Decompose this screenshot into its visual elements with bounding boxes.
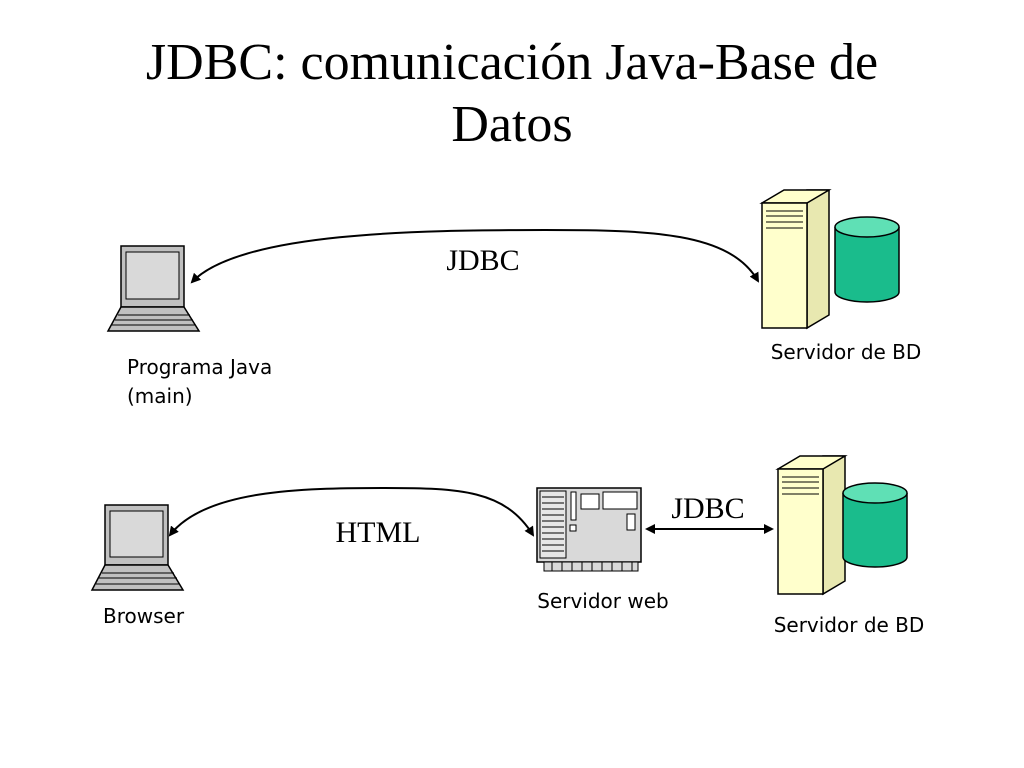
title-line-1: JDBC: comunicación Java-Base de xyxy=(145,34,879,91)
jdbc-label: JDBC xyxy=(671,492,744,525)
java-program-main-label: (main) xyxy=(127,384,193,408)
server-tower-icon xyxy=(759,189,832,330)
browser-label: Browser xyxy=(103,604,185,628)
database-icon xyxy=(834,216,900,303)
db-server-label: Servidor de BD xyxy=(774,613,925,637)
database-icon xyxy=(842,482,908,568)
jdbc-connection-arrow xyxy=(190,228,759,284)
web-server-label: Servidor web xyxy=(537,589,668,613)
web-server-icon xyxy=(536,487,642,572)
html-label: HTML xyxy=(336,516,421,549)
jdbc-label: JDBC xyxy=(446,244,519,277)
java-program-label: Programa Java xyxy=(127,355,272,379)
slide-title: JDBC: comunicación Java-Base de Datos xyxy=(0,32,1024,156)
title-line-2: Datos xyxy=(451,96,573,153)
browser-laptop-icon xyxy=(90,504,185,591)
server-tower-icon xyxy=(775,455,848,596)
html-connection-arrow xyxy=(168,486,535,537)
laptop-icon xyxy=(106,245,201,332)
db-server-label: Servidor de BD xyxy=(771,340,922,364)
